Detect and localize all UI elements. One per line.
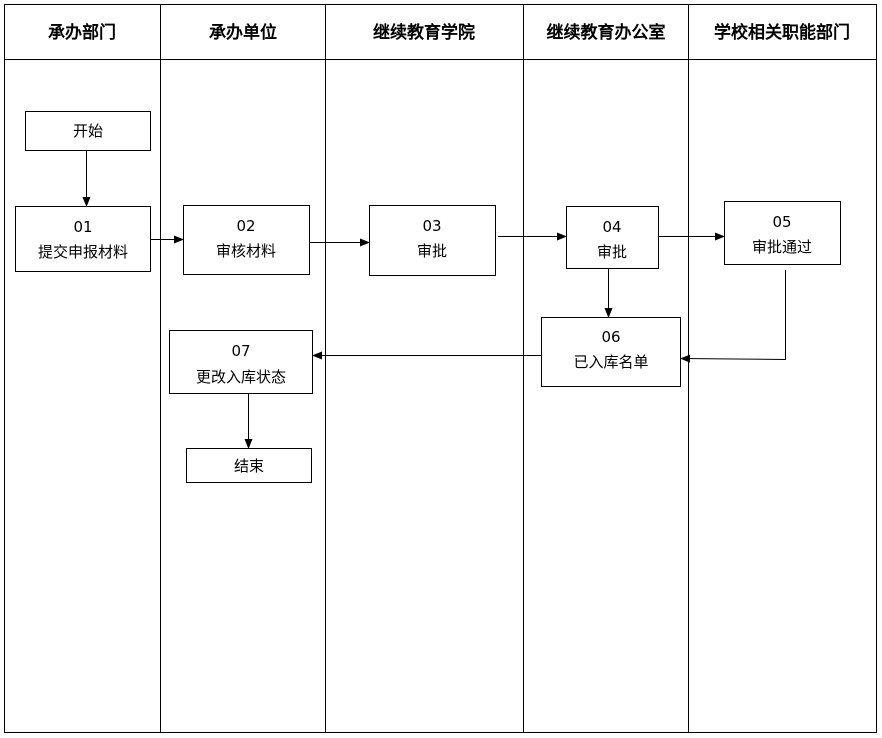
step-end-box xyxy=(186,448,312,483)
lane-header-continuing-edu-office: 继续教育办公室 xyxy=(547,22,666,43)
step-04-number: 04 xyxy=(602,218,621,236)
lane-header-functional-depts: 学校相关职能部门 xyxy=(714,22,850,43)
step-06-box xyxy=(541,317,681,387)
step-03-box xyxy=(369,205,496,276)
step-02-label: 审核材料 xyxy=(216,242,276,260)
step-03-label: 审批 xyxy=(417,242,447,260)
lane-header-host-unit: 承办单位 xyxy=(209,22,277,43)
step-07-number: 07 xyxy=(231,342,250,360)
step-02-box xyxy=(183,205,310,275)
lane-grid xyxy=(4,4,877,733)
step-05-number: 05 xyxy=(772,213,791,231)
step-03-number: 03 xyxy=(422,217,441,235)
step-04-label: 审批 xyxy=(597,243,627,261)
arrow-05-to-06 xyxy=(680,270,786,363)
step-01-number: 01 xyxy=(73,218,92,236)
step-end-label: 结束 xyxy=(234,457,264,475)
step-06-label: 已入库名单 xyxy=(573,353,648,371)
step-01-label: 提交申报材料 xyxy=(38,243,128,261)
step-07-label: 更改入库状态 xyxy=(196,368,286,386)
step-start-box xyxy=(25,111,151,151)
step-start-label: 开始 xyxy=(73,122,103,140)
lane-header-continuing-edu-college: 继续教育学院 xyxy=(373,22,475,43)
step-06-number: 06 xyxy=(601,328,620,346)
lane-header-sponsor-dept: 承办部门 xyxy=(48,22,116,43)
step-02-number: 02 xyxy=(236,217,255,235)
step-05-label: 审批通过 xyxy=(752,238,812,256)
step-01-box xyxy=(15,206,151,272)
step-07-box xyxy=(169,330,313,394)
